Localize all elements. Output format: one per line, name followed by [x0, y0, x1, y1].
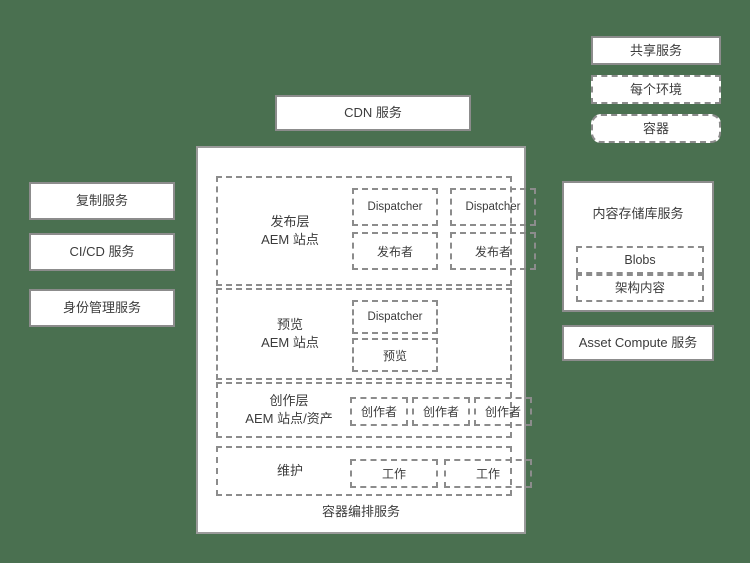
publish-pod-dispatcher-2-label: Dispatcher	[465, 201, 521, 213]
repository-row-schema-content: 架构内容	[576, 274, 704, 302]
author-tier-label-line1: 创作层	[269, 392, 309, 408]
repository-row-blobs-label: Blobs	[624, 252, 656, 267]
preview-pod-preview-label: 预览	[382, 348, 407, 363]
publish-pod-dispatcher-1-label: Dispatcher	[367, 201, 423, 213]
maintenance-tier-box: 维护 工作 工作	[216, 446, 532, 496]
container-orchestration-service-panel: 发布层 AEM 站点 Dispatcher 发布者 Dispatcher 发布者…	[196, 146, 536, 534]
maintenance-pod-job-1: 工作	[350, 459, 438, 488]
author-pod-3-label: 创作者	[484, 405, 521, 419]
publish-pod-publisher-2-label: 发布者	[474, 244, 511, 259]
author-tier-box: 创作层 AEM 站点/资产 创作者 创作者 创作者	[216, 382, 532, 438]
asset-compute-service-label: Asset Compute 服务	[578, 335, 698, 351]
author-pod-1: 创作者	[350, 397, 408, 426]
maintenance-pod-job-1-label: 工作	[381, 467, 406, 481]
maintenance-tier-label: 维护	[232, 462, 348, 480]
publish-tier-label: 发布层 AEM 站点	[232, 213, 348, 249]
legend-item-shared-service: 共享服务	[591, 36, 721, 65]
publish-tier-box: 发布层 AEM 站点 Dispatcher 发布者 Dispatcher 发布者	[216, 176, 536, 286]
preview-tier-label-line2: AEM 站点	[261, 335, 319, 350]
maintenance-pod-job-2: 工作	[444, 459, 532, 488]
preview-pod-preview: 预览	[352, 338, 438, 372]
cdn-service-label: CDN 服务	[344, 105, 402, 121]
content-repository-service-title: 内容存储库服务	[592, 206, 684, 221]
cdn-service-box: CDN 服务	[275, 95, 471, 131]
legend-item-container: 容器	[591, 114, 721, 143]
maintenance-tier-label-line1: 维护	[276, 462, 303, 478]
content-repository-service-box: 内容存储库服务 Blobs 架构内容	[562, 181, 714, 312]
publish-pod-publisher-2: 发布者	[450, 232, 536, 270]
legend-item-per-environment: 每个环境	[591, 75, 721, 104]
author-pod-2: 创作者	[412, 397, 470, 426]
identity-management-service-box: 身份管理服务	[29, 289, 175, 327]
repository-row-blobs: Blobs	[576, 246, 704, 274]
publish-pod-dispatcher-2: Dispatcher	[450, 188, 536, 226]
author-pod-1-label: 创作者	[360, 405, 397, 419]
publish-pod-publisher-1: 发布者	[352, 232, 438, 270]
author-pod-3: 创作者	[474, 397, 532, 426]
preview-tier-box: 预览 AEM 站点 Dispatcher 预览	[216, 288, 512, 380]
publish-tier-label-line2: AEM 站点	[261, 232, 319, 247]
legend-item-per-environment-label: 每个环境	[629, 81, 682, 97]
asset-compute-service-box: Asset Compute 服务	[562, 325, 714, 361]
container-orchestration-service-label: 容器编排服务	[321, 504, 400, 519]
cicd-service-box: CI/CD 服务	[29, 233, 175, 271]
legend-item-shared-service-label: 共享服务	[629, 42, 682, 58]
legend-item-container-label: 容器	[642, 120, 669, 136]
repository-row-schema-content-label: 架构内容	[614, 280, 665, 295]
preview-pod-dispatcher-label: Dispatcher	[367, 311, 423, 323]
replication-service-label: 复制服务	[75, 193, 128, 209]
cicd-service-label: CI/CD 服务	[69, 244, 135, 260]
author-pod-2-label: 创作者	[422, 405, 459, 419]
publish-pod-dispatcher-1: Dispatcher	[352, 188, 438, 226]
maintenance-pod-job-2-label: 工作	[475, 467, 500, 481]
publish-pod-publisher-1-label: 发布者	[376, 244, 413, 259]
preview-tier-label: 预览 AEM 站点	[232, 316, 348, 352]
preview-tier-label-line1: 预览	[276, 316, 303, 332]
replication-service-box: 复制服务	[29, 182, 175, 220]
author-tier-label-line2: AEM 站点/资产	[245, 411, 333, 426]
identity-management-service-label: 身份管理服务	[62, 300, 141, 316]
author-tier-label: 创作层 AEM 站点/资产	[222, 392, 356, 428]
preview-pod-dispatcher: Dispatcher	[352, 300, 438, 334]
publish-tier-label-line1: 发布层	[270, 213, 310, 229]
